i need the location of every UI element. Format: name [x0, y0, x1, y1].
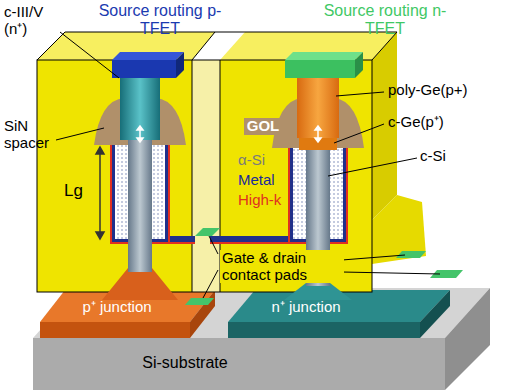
material-label: poly-Ge(p+) [388, 82, 488, 99]
region-label: p⁺ junction [62, 299, 172, 316]
material-label: Metal [238, 172, 286, 189]
region-label: n⁺ junction [250, 299, 362, 316]
material-label: SiN spacer [4, 118, 58, 151]
dimension-label: GOL [244, 118, 282, 135]
callout-label: Gate & drain contact pads [220, 250, 344, 283]
region-label-box: p⁺ junction [62, 299, 172, 316]
material-label: α-Si [238, 152, 286, 169]
region-label-box: n⁺ junction [250, 299, 362, 316]
material-label: c-Ge(p⁺) [388, 114, 478, 131]
material-label: High-k [238, 192, 288, 209]
pad-title: Source routing p-TFET [88, 2, 232, 37]
pad-title: Source routing n-TFET [313, 2, 457, 37]
material-label: c-III/V (n⁺) [4, 4, 64, 37]
dimension-label: Lg [64, 182, 94, 201]
material-label: c-Si [420, 148, 470, 165]
region-label: Si-substrate [125, 354, 245, 372]
region-label-box: Si-substrate [125, 354, 245, 372]
